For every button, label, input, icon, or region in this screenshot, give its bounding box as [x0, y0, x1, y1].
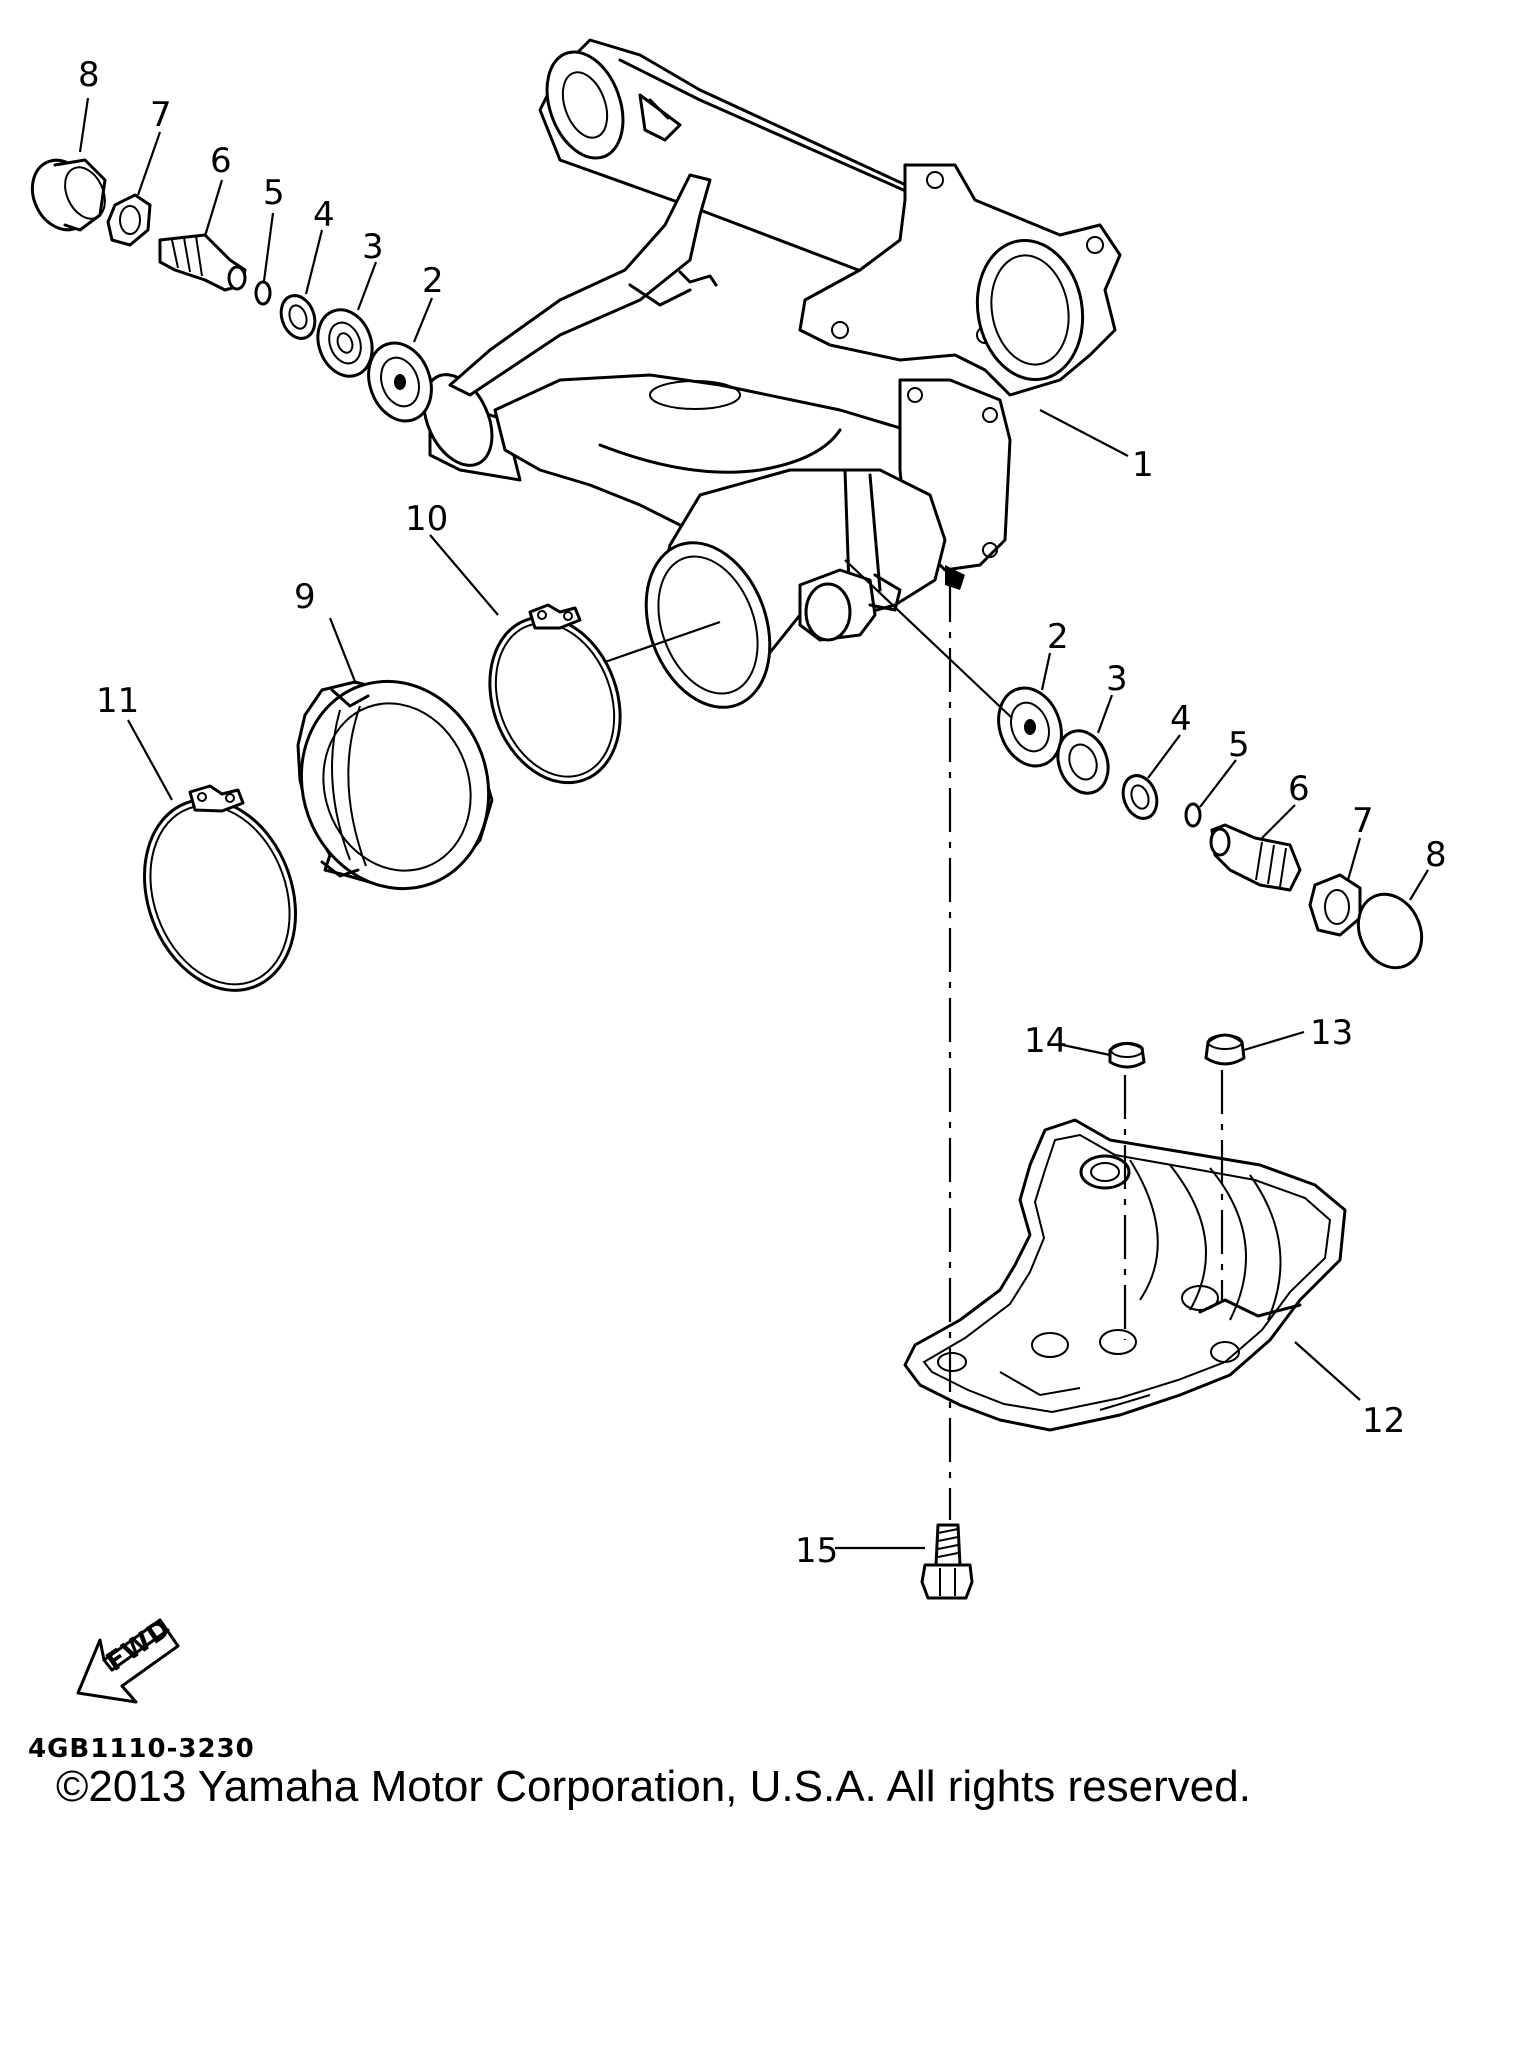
callout-10: 10	[405, 499, 448, 539]
swingarm-part-1	[422, 38, 1122, 709]
pivot-shaft-part-6-right	[1209, 823, 1302, 892]
callout-6-left: 6	[210, 141, 232, 181]
diagram-part-code: 4GB1110-3230	[28, 1734, 255, 1764]
callout-4-left: 4	[313, 195, 335, 235]
bearing-part-2-right	[997, 686, 1063, 768]
cap-part-8-left	[30, 158, 107, 232]
nut-part-7-left	[106, 193, 152, 247]
callout-2-right: 2	[1047, 617, 1069, 657]
band-part-11	[142, 784, 298, 992]
callout-8-left: 8	[78, 55, 100, 95]
callout-11: 11	[96, 681, 139, 721]
callout-5-left: 5	[263, 173, 285, 213]
leader-lines	[78, 97, 1429, 1550]
callout-9: 9	[294, 577, 316, 617]
callout-3-right: 3	[1106, 659, 1128, 699]
right-pivot-parts	[997, 686, 1424, 970]
left-pivot-parts	[30, 158, 433, 423]
collar-part-4-right	[1121, 774, 1159, 820]
callout-1: 1	[1132, 445, 1154, 485]
callout-8-right: 8	[1425, 835, 1447, 875]
pivot-shaft-part-6-left	[158, 233, 247, 292]
cap-part-8-right	[1356, 892, 1424, 970]
boot-part-9	[296, 679, 494, 891]
o-ring-part-5-right	[1184, 802, 1202, 828]
callout-6-right: 6	[1288, 769, 1310, 809]
grommet-part-13	[1204, 1033, 1246, 1066]
copyright-notice: ©2013 Yamaha Motor Corporation, U.S.A. A…	[56, 1762, 1251, 1811]
callout-4-right: 4	[1170, 699, 1192, 739]
o-ring-part-5-left	[254, 280, 272, 306]
band-part-10	[488, 603, 622, 785]
callout-15: 15	[795, 1531, 838, 1571]
nut-part-7-right	[1308, 873, 1362, 937]
callout-2-left: 2	[422, 261, 444, 301]
callout-12: 12	[1362, 1401, 1405, 1441]
callout-14: 14	[1024, 1021, 1067, 1061]
bearing-part-2-left	[367, 341, 433, 423]
collar-part-4-left	[279, 294, 317, 340]
bolt-part-15	[920, 1523, 974, 1600]
callout-5-right: 5	[1228, 725, 1250, 765]
oil-seal-part-3-right	[1056, 729, 1110, 795]
callout-7-right: 7	[1352, 801, 1374, 841]
fwd-arrow-icon: FWD	[76, 1613, 180, 1704]
oil-seal-part-3-left	[316, 308, 374, 378]
grommet-part-14	[1108, 1042, 1146, 1069]
callout-3-left: 3	[362, 227, 384, 267]
callout-numbers: 8 7 6 5 4 3 2 1 10 9 11 2 3 4 5 6 7 8 14…	[78, 55, 1447, 1571]
callout-7-left: 7	[150, 95, 172, 135]
callout-13: 13	[1310, 1013, 1353, 1053]
